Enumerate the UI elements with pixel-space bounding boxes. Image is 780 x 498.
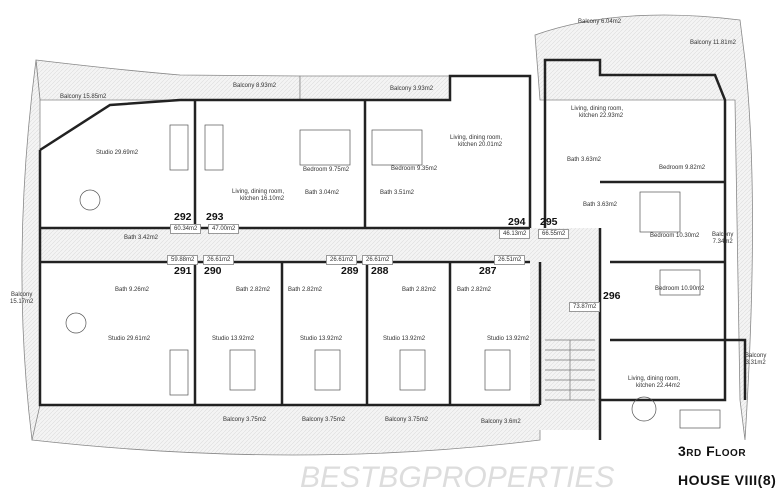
room-label: Bath 3.42m2 xyxy=(124,235,159,241)
unit-number: 296 xyxy=(603,290,621,302)
balcony-label-line: Balcony xyxy=(712,232,734,238)
balcony-bottom xyxy=(31,404,541,456)
balcony-outline-left xyxy=(35,59,301,101)
room-label: Bath 3.63m2 xyxy=(583,202,618,208)
room-label: Bath 3.63m2 xyxy=(567,157,602,163)
balcony-label-line: Balcony xyxy=(745,353,767,359)
room-label: Bath 9.26m2 xyxy=(115,287,150,293)
balcony-label: Balcony 3.6m2 xyxy=(481,419,521,425)
unit-number: 294 xyxy=(508,216,526,228)
room-label: Bedroom 10.90m2 xyxy=(655,286,705,292)
balcony-label: Balcony 3.75m2 xyxy=(302,417,346,423)
room-label-line: kitchen 20.01m2 xyxy=(458,142,503,148)
balcony-label: Balcony 6.04m2 xyxy=(578,19,622,25)
furniture xyxy=(65,124,721,429)
room-label-line: kitchen 22.44m2 xyxy=(636,383,681,389)
balcony-label-line: 15.17m2 xyxy=(10,299,34,305)
room-label: Studio 13.92m2 xyxy=(383,336,426,342)
room-label: Bath 3.04m2 xyxy=(305,190,340,196)
room-label: Bath 2.82m2 xyxy=(457,287,492,293)
room-label: Bedroom 10.30m2 xyxy=(650,233,700,239)
room-label-line: kitchen 16.10m2 xyxy=(240,196,285,202)
balcony-label: Balcony 3.93m2 xyxy=(390,86,434,92)
unit-area: 26.61m2 xyxy=(326,255,358,265)
room-label: Bath 2.82m2 xyxy=(288,287,323,293)
unit-area: 26.61m2 xyxy=(203,255,235,265)
room-label-line: kitchen 22.93m2 xyxy=(579,113,624,119)
balcony-top-right xyxy=(534,14,753,441)
room-label: Bedroom 9.75m2 xyxy=(303,167,350,173)
room-label: Studio 13.92m2 xyxy=(212,336,255,342)
room-label: Bedroom 9.35m2 xyxy=(391,166,438,172)
balcony-label: Balcony 8.93m2 xyxy=(233,83,277,89)
unit-area: 47.00m2 xyxy=(208,224,240,234)
room-label: Studio 29.61m2 xyxy=(108,336,151,342)
unit-area: 26.51m2 xyxy=(494,255,526,265)
floor-title: 3rd Floor xyxy=(678,443,747,459)
unit-area: 66.55m2 xyxy=(538,229,570,239)
unit-number: 287 xyxy=(479,265,497,277)
room-label: Bath 2.82m2 xyxy=(402,287,437,293)
room-label: Studio 29.69m2 xyxy=(96,150,139,156)
room-label: Bath 3.51m2 xyxy=(380,190,415,196)
corridor xyxy=(40,228,600,260)
unit-number: 293 xyxy=(206,211,224,223)
unit-area: 59.88m2 xyxy=(167,255,199,265)
unit-number: 292 xyxy=(174,211,192,223)
balcony-left-side xyxy=(21,59,41,441)
balcony-label-line: Balcony xyxy=(11,292,33,298)
room-label: Living, dining room,kitchen 16.10m2 xyxy=(232,189,284,203)
balcony-label: Balcony 3.75m2 xyxy=(385,417,429,423)
balcony-label-line: 3.31m2 xyxy=(745,360,766,366)
room-label-line: Living, dining room, xyxy=(232,189,285,195)
unit-area: 46.13m2 xyxy=(499,229,531,239)
room-label: Living, dining room,kitchen 22.44m2 xyxy=(628,376,680,390)
balcony-label: Balcony 11.81m2 xyxy=(690,40,736,46)
unit-number: 289 xyxy=(341,265,359,277)
unit-area: 73.87m2 xyxy=(569,302,601,312)
balcony-label: Balcony 15.85m2 xyxy=(60,94,107,100)
room-label: Studio 13.92m2 xyxy=(487,336,530,342)
room-label: Studio 13.92m2 xyxy=(300,336,343,342)
unit-number: 295 xyxy=(540,216,558,228)
unit-area: 26.61m2 xyxy=(362,255,394,265)
walls xyxy=(38,58,747,440)
room-label: Living, dining room,kitchen 20.01m2 xyxy=(450,135,502,149)
room-label: Bath 2.82m2 xyxy=(236,287,271,293)
balcony-label: Balcony 3.75m2 xyxy=(223,417,267,423)
room-label-line: Living, dining room, xyxy=(628,376,681,382)
house-title: HOUSE VIII(8) xyxy=(678,472,777,488)
room-label-line: Living, dining room, xyxy=(450,135,503,141)
watermark: BESTBGPROPERTIES xyxy=(300,461,615,494)
room-label: Living, dining room,kitchen 22.93m2 xyxy=(571,106,623,120)
balcony-label-line: 7.34m2 xyxy=(712,239,733,245)
unit-number: 291 xyxy=(174,265,192,277)
room-label-line: Living, dining room, xyxy=(571,106,624,112)
unit-number: 290 xyxy=(204,265,222,277)
stairs xyxy=(545,339,595,401)
unit-number: 288 xyxy=(371,265,389,277)
unit-area: 60.34m2 xyxy=(170,224,202,234)
room-label: Bedroom 9.82m2 xyxy=(659,165,706,171)
